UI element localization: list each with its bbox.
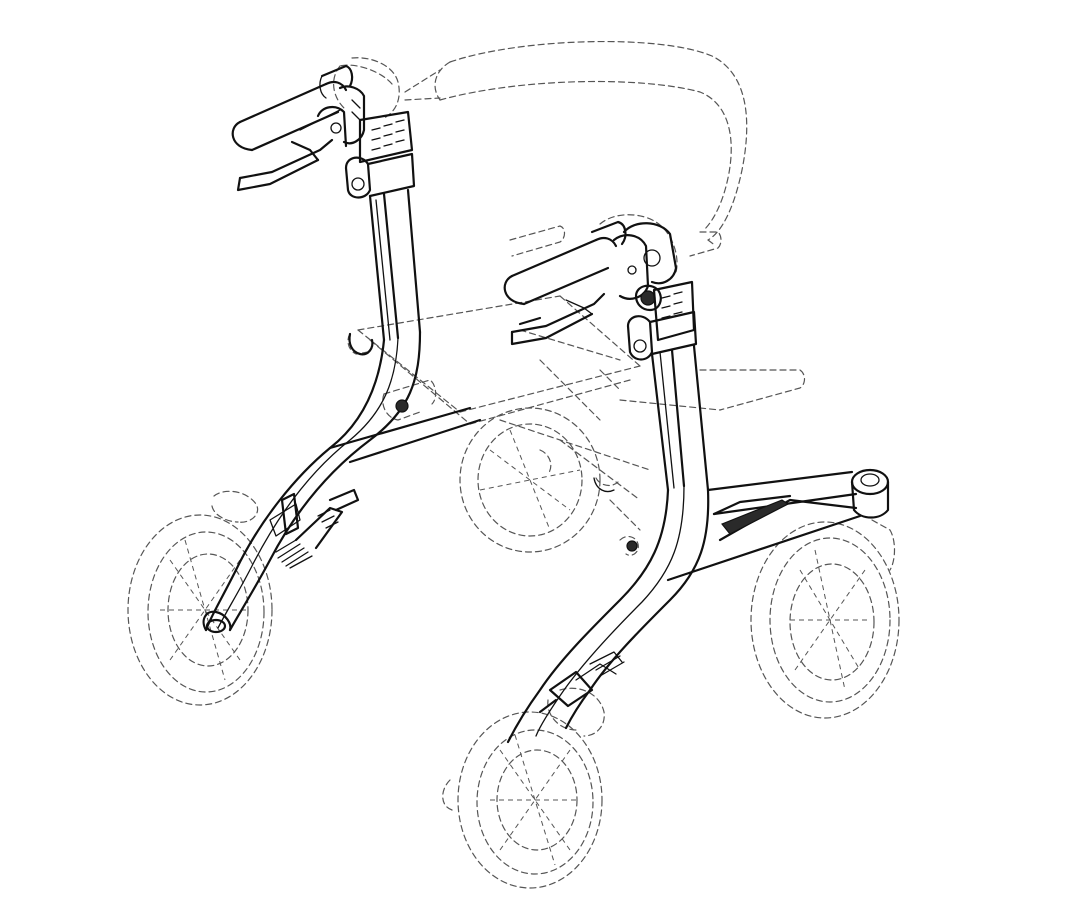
- left-brake-housing: [316, 85, 416, 199]
- seat-dashed: [347, 225, 641, 425]
- left-upright-post: [368, 188, 422, 342]
- left-front-wheel-dashed: [127, 490, 273, 706]
- left-cross-arm: [328, 406, 482, 464]
- left-curved-leg: [202, 330, 422, 634]
- right-rear-wheel-dashed: [750, 519, 900, 719]
- cross-frame-dashed: [382, 329, 806, 556]
- left-brake-spring: [275, 488, 360, 569]
- right-brake-mechanism: [538, 651, 625, 714]
- left-brake-lever: [236, 109, 341, 192]
- right-rear-caster-mount: [850, 468, 890, 519]
- right-brake-housing-dashed: [599, 214, 722, 273]
- rear-center-wheel-dashed: [459, 407, 601, 553]
- backrest-dashed: [339, 40, 748, 247]
- seat-hinge-caps: [348, 332, 638, 552]
- right-front-wheel-dashed: [442, 687, 605, 889]
- right-upright-post: [650, 344, 710, 492]
- right-curved-leg: [506, 470, 862, 744]
- right-handle-grip: [503, 220, 627, 306]
- right-brake-housing: [612, 222, 698, 361]
- right-brake-lever: [510, 292, 606, 346]
